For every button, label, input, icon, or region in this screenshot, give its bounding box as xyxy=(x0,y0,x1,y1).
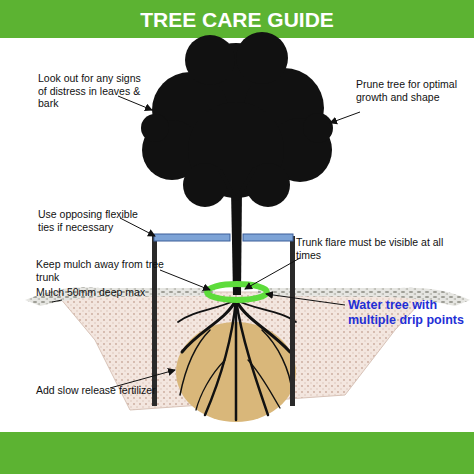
note-label: Add slow release fertilizer xyxy=(36,384,186,397)
note-label: Prune tree for optimal growth and shape xyxy=(356,78,461,103)
note-label: Keep mulch away from tree trunk xyxy=(36,258,186,283)
note-label: Mulch 50mm deep max xyxy=(36,286,176,299)
trunk xyxy=(231,190,242,295)
right-tie xyxy=(243,234,293,241)
roots xyxy=(178,300,296,420)
note-label: Use opposing flexible ties if necessary xyxy=(38,208,156,233)
footer-band xyxy=(0,432,474,474)
note-label: Look out for any signs of distress in le… xyxy=(38,72,150,110)
title: TREE CARE GUIDE xyxy=(0,8,474,32)
highlight-label: Water tree with multiple drip points xyxy=(348,298,472,328)
left-tie xyxy=(154,234,230,241)
header-band xyxy=(0,0,474,38)
note-label: Trunk flare must be visible at all times xyxy=(296,236,446,261)
watering-ring xyxy=(207,284,267,300)
tree-crown xyxy=(141,32,333,207)
